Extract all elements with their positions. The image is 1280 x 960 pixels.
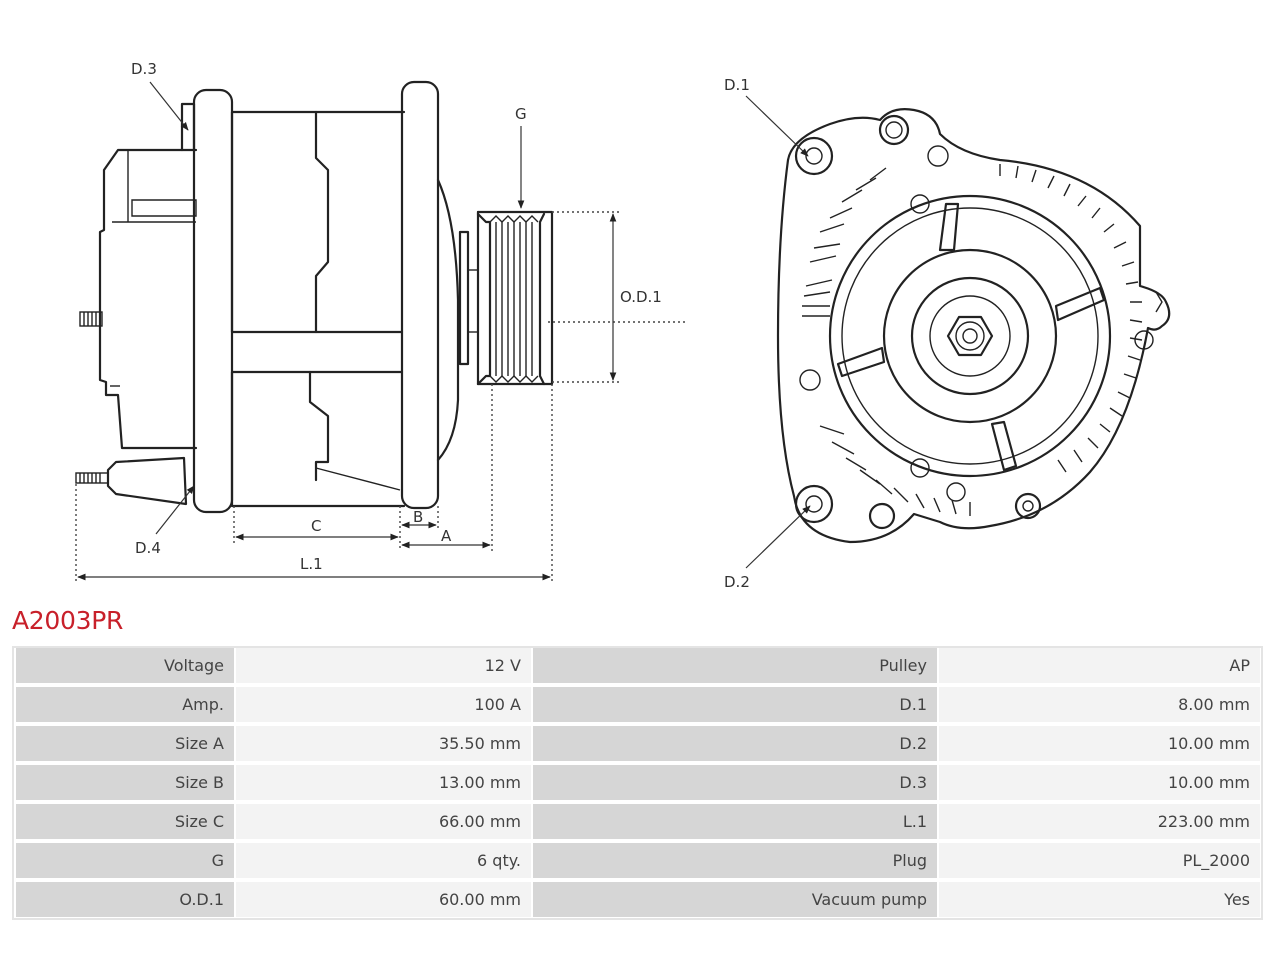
spec-key: Plug: [533, 843, 937, 878]
spec-key: Size A: [16, 726, 234, 761]
c-label: C: [311, 517, 321, 535]
d4-label: D.4: [135, 539, 161, 557]
od1-label: O.D.1: [620, 288, 662, 306]
spec-value: 60.00 mm: [236, 882, 531, 917]
alternator-technical-drawing: O.D.1 G D.3 D.4 C B A L.1: [75, 60, 1171, 591]
outer-ring-teeth: [999, 164, 1143, 473]
spec-key: Amp.: [16, 687, 234, 722]
table-row: Voltage 12 V Pulley AP: [14, 648, 1261, 683]
spec-key: L.1: [533, 804, 937, 839]
a-label: A: [441, 527, 452, 545]
table-row: O.D.1 60.00 mm Vacuum pump Yes: [14, 882, 1261, 917]
spec-value: 10.00 mm: [939, 726, 1260, 761]
front-view: [776, 108, 1171, 544]
spec-value: 12 V: [236, 648, 531, 683]
side-view-dimensions: O.D.1 G D.3 D.4 C B A L.1: [75, 60, 662, 582]
front-view-dimensions: D.1 D.2: [724, 76, 811, 591]
spec-key: G: [16, 843, 234, 878]
spec-value: 66.00 mm: [236, 804, 531, 839]
cooling-slots: [802, 167, 971, 516]
rear-flange: [192, 88, 234, 514]
table-row: Amp. 100 A D.1 8.00 mm: [14, 687, 1261, 722]
spec-key: O.D.1: [16, 882, 234, 917]
front-flange: [400, 80, 440, 510]
spec-value: 8.00 mm: [939, 687, 1260, 722]
l1-label: L.1: [300, 555, 323, 573]
spec-key: Pulley: [533, 648, 937, 683]
d3-label: D.3: [131, 60, 157, 78]
spec-key: Size B: [16, 765, 234, 800]
spec-value: Yes: [939, 882, 1260, 917]
spec-key: D.2: [533, 726, 937, 761]
side-view: [75, 80, 688, 514]
spec-value: 6 qty.: [236, 843, 531, 878]
spec-value: 10.00 mm: [939, 765, 1260, 800]
table-row: Size A 35.50 mm D.2 10.00 mm: [14, 726, 1261, 761]
table-row: Size C 66.00 mm L.1 223.00 mm: [14, 804, 1261, 839]
spec-key: Voltage: [16, 648, 234, 683]
g-label: G: [515, 105, 527, 123]
lower-terminal: [75, 456, 188, 506]
table-row: Size B 13.00 mm D.3 10.00 mm: [14, 765, 1261, 800]
spec-value: PL_2000: [939, 843, 1260, 878]
spec-value: 223.00 mm: [939, 804, 1260, 839]
ribbed-pulley: [476, 210, 554, 386]
spec-key: Vacuum pump: [533, 882, 937, 917]
front-housing-outline: [776, 108, 1171, 544]
spec-value: 35.50 mm: [236, 726, 531, 761]
spec-key: D.1: [533, 687, 937, 722]
spec-key: Size C: [16, 804, 234, 839]
specifications-table: Voltage 12 V Pulley AP Amp. 100 A D.1 8.…: [12, 646, 1263, 920]
spec-value: 100 A: [236, 687, 531, 722]
spec-value: AP: [939, 648, 1260, 683]
d1-mount-hole: [794, 136, 834, 176]
stator-housing: [230, 110, 406, 508]
spec-key: D.3: [533, 765, 937, 800]
spec-value: 13.00 mm: [236, 765, 531, 800]
b-label: B: [413, 508, 423, 526]
d1-label: D.1: [724, 76, 750, 94]
d2-label: D.2: [724, 573, 750, 591]
part-number-title: A2003PR: [12, 606, 124, 635]
d2-mount-hole: [794, 484, 834, 524]
rear-cover: [98, 148, 198, 450]
table-row: G 6 qty. Plug PL_2000: [14, 843, 1261, 878]
b-plus-terminal: [79, 311, 103, 327]
